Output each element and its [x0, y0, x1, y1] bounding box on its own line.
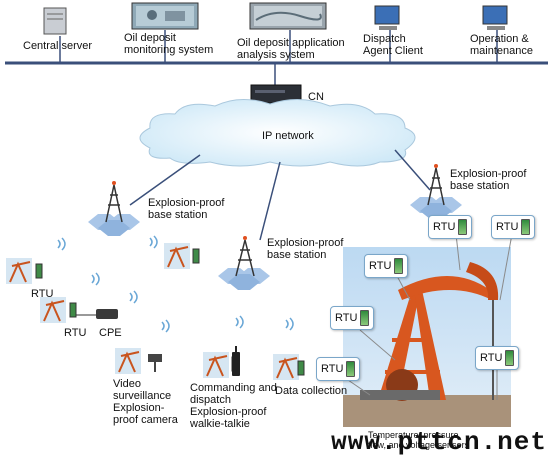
cpe-device-icon — [96, 309, 118, 319]
camera-icon — [148, 354, 162, 372]
pumpjack-thumbnail-5 — [203, 352, 229, 378]
dispatch-client-label: Dispatch Agent Client — [363, 33, 423, 57]
base-station-right-label: Explosion-proof base station — [450, 168, 527, 192]
rtu-callout-3: RTU — [316, 357, 361, 381]
base-station-left-label: Explosion-proof base station — [148, 197, 225, 221]
base-station-right-icon — [410, 164, 462, 219]
base-station-middle-icon — [218, 236, 270, 290]
data-collection-label: Data collection — [275, 385, 348, 397]
cpe-label: CPE — [99, 327, 122, 339]
analysis-system-label: Oil deposit application analysis system — [237, 37, 345, 61]
rtu-device-icon-5 — [297, 360, 305, 376]
rtu-device-icon — [346, 361, 356, 377]
wireless-signal-icons — [57, 235, 294, 333]
rtu-device-icon-1 — [35, 263, 43, 279]
rtu-label-1: RTU — [31, 288, 54, 300]
monitor-screen-icon — [131, 2, 199, 30]
rtu-device-icon — [458, 219, 468, 235]
pumpjack-thumbnail-1 — [6, 258, 32, 284]
maintenance-pc-icon — [482, 5, 508, 30]
watermark-text: www.pttcn.net — [331, 427, 547, 457]
rtu-label-2: RTU — [64, 327, 87, 339]
operation-maintenance-label: Operation & maintenance — [470, 33, 533, 57]
walkie-talkie-icon — [232, 346, 240, 376]
ip-network-label: IP network — [262, 130, 314, 142]
monitoring-system-label: Oil deposit monitoring system — [124, 32, 214, 56]
dispatch-pc-icon — [374, 5, 400, 30]
pumpjack-thumbnail-3 — [164, 243, 190, 269]
rtu-callout-5: RTU — [491, 215, 536, 239]
analysis-screen-icon — [249, 2, 327, 30]
rtu-device-icon — [505, 350, 515, 366]
rtu-device-icon — [521, 219, 531, 235]
cn-label: CN — [308, 91, 324, 103]
rtu-device-icon-2 — [69, 302, 77, 318]
video-surveillance-label: Video surveillance Explosion- proof came… — [113, 378, 178, 426]
pumpjack-thumbnail-4 — [115, 348, 141, 374]
rtu-callout-6: RTU — [475, 346, 520, 370]
rtu-device-icon-3 — [192, 248, 200, 264]
base-station-middle-label: Explosion-proof base station — [267, 237, 344, 261]
sensors-caption: Temperature, pressure, flow, and voltage… — [368, 430, 470, 450]
base-station-left-icon — [88, 181, 140, 236]
rtu-callout-2: RTU — [330, 306, 375, 330]
rtu-callout-lines — [347, 233, 513, 400]
central-server-label: Central server — [23, 40, 93, 52]
pumpjack-thumbnail-2 — [40, 297, 66, 323]
ip-network-cloud — [139, 99, 416, 167]
pumpjack-thumbnail-6 — [273, 354, 299, 380]
rtu-device-icon — [394, 258, 404, 274]
commanding-dispatch-label: Commanding and dispatch Explosion-proof … — [190, 382, 277, 430]
rtu-callout-1: RTU — [364, 254, 409, 278]
rtu-callout-4: RTU — [428, 215, 473, 239]
server-icon — [43, 7, 67, 35]
rtu-device-icon — [360, 310, 370, 326]
